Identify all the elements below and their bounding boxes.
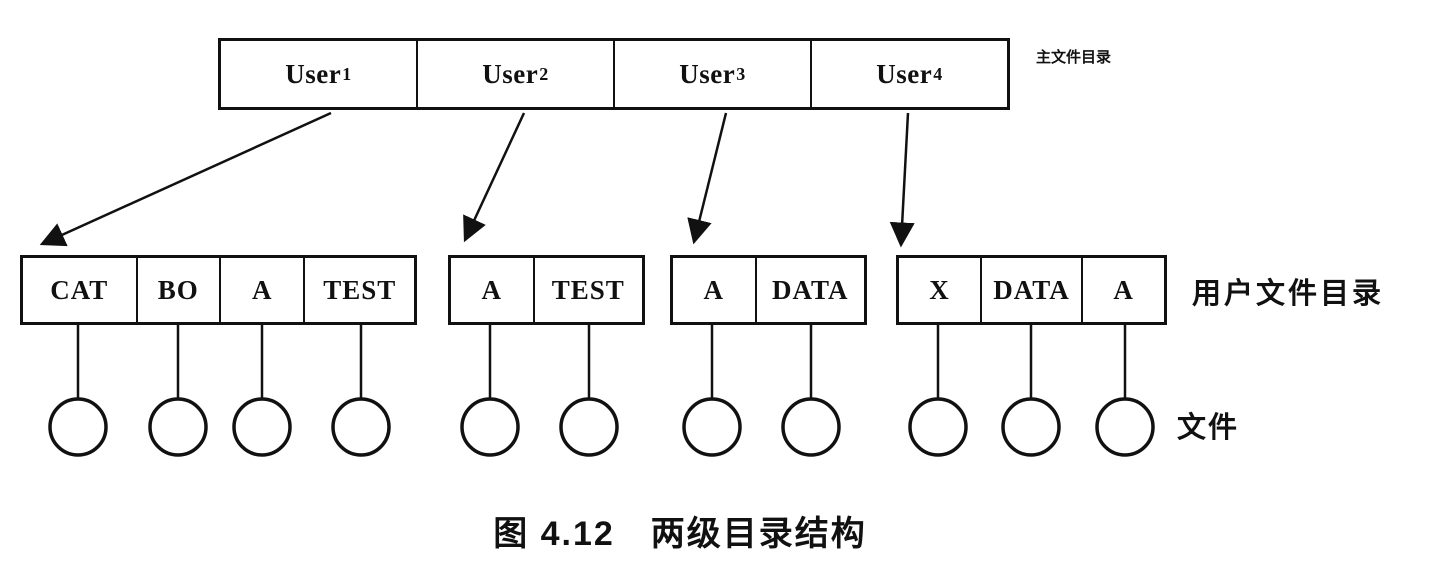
arrow-user3-to-directory3: [687, 112, 728, 245]
directory-entry: CAT: [23, 258, 138, 322]
file-node-circle: [682, 397, 742, 457]
file-node-circle: [1001, 397, 1061, 457]
directory-entry: TEST: [551, 274, 625, 305]
user-file-directory-box-4: X DATA A: [896, 255, 1167, 325]
directory-entry: A: [221, 258, 306, 322]
user2-label: User: [482, 58, 539, 89]
directory-entry: DATA: [982, 258, 1084, 322]
directory-entry: X: [899, 258, 982, 322]
user4-label: User: [876, 58, 933, 89]
file-node-circle: [1095, 397, 1155, 457]
file-node-circle: [781, 397, 841, 457]
directory-entry: A: [451, 258, 535, 322]
user1-label: User: [285, 58, 342, 89]
file-node-circle: [460, 397, 520, 457]
user-file-directory-box-2: A TEST: [448, 255, 645, 325]
arrow-user2-to-directory2: [463, 112, 526, 243]
user-file-directory-box-1: CAT BO A TEST: [20, 255, 417, 325]
directory-entry: BO: [138, 258, 221, 322]
arrow-user4-to-directory4: [889, 112, 915, 248]
directory-entry: A: [673, 258, 757, 322]
directory-entry: A: [1113, 274, 1134, 305]
file-node-circle: [232, 397, 292, 457]
arrow-user1-to-directory1: [39, 111, 332, 247]
user-file-directory-label: 用户文件目录: [1192, 278, 1385, 310]
file-node-circle: [908, 397, 968, 457]
figure-caption: 图 4.12 两级目录结构: [493, 515, 867, 553]
directory-entry: DATA: [772, 274, 849, 305]
master-file-directory-label: 主文件目录: [1036, 49, 1112, 66]
file-node-circle: [48, 397, 108, 457]
file-node-circle: [331, 397, 391, 457]
file-node-circle: [148, 397, 208, 457]
user-file-directory-box-3: A DATA: [670, 255, 867, 325]
directory-entry: TEST: [323, 274, 397, 305]
file-node-circle: [559, 397, 619, 457]
user3-label: User: [679, 58, 736, 89]
file-label: 文件: [1177, 412, 1240, 444]
